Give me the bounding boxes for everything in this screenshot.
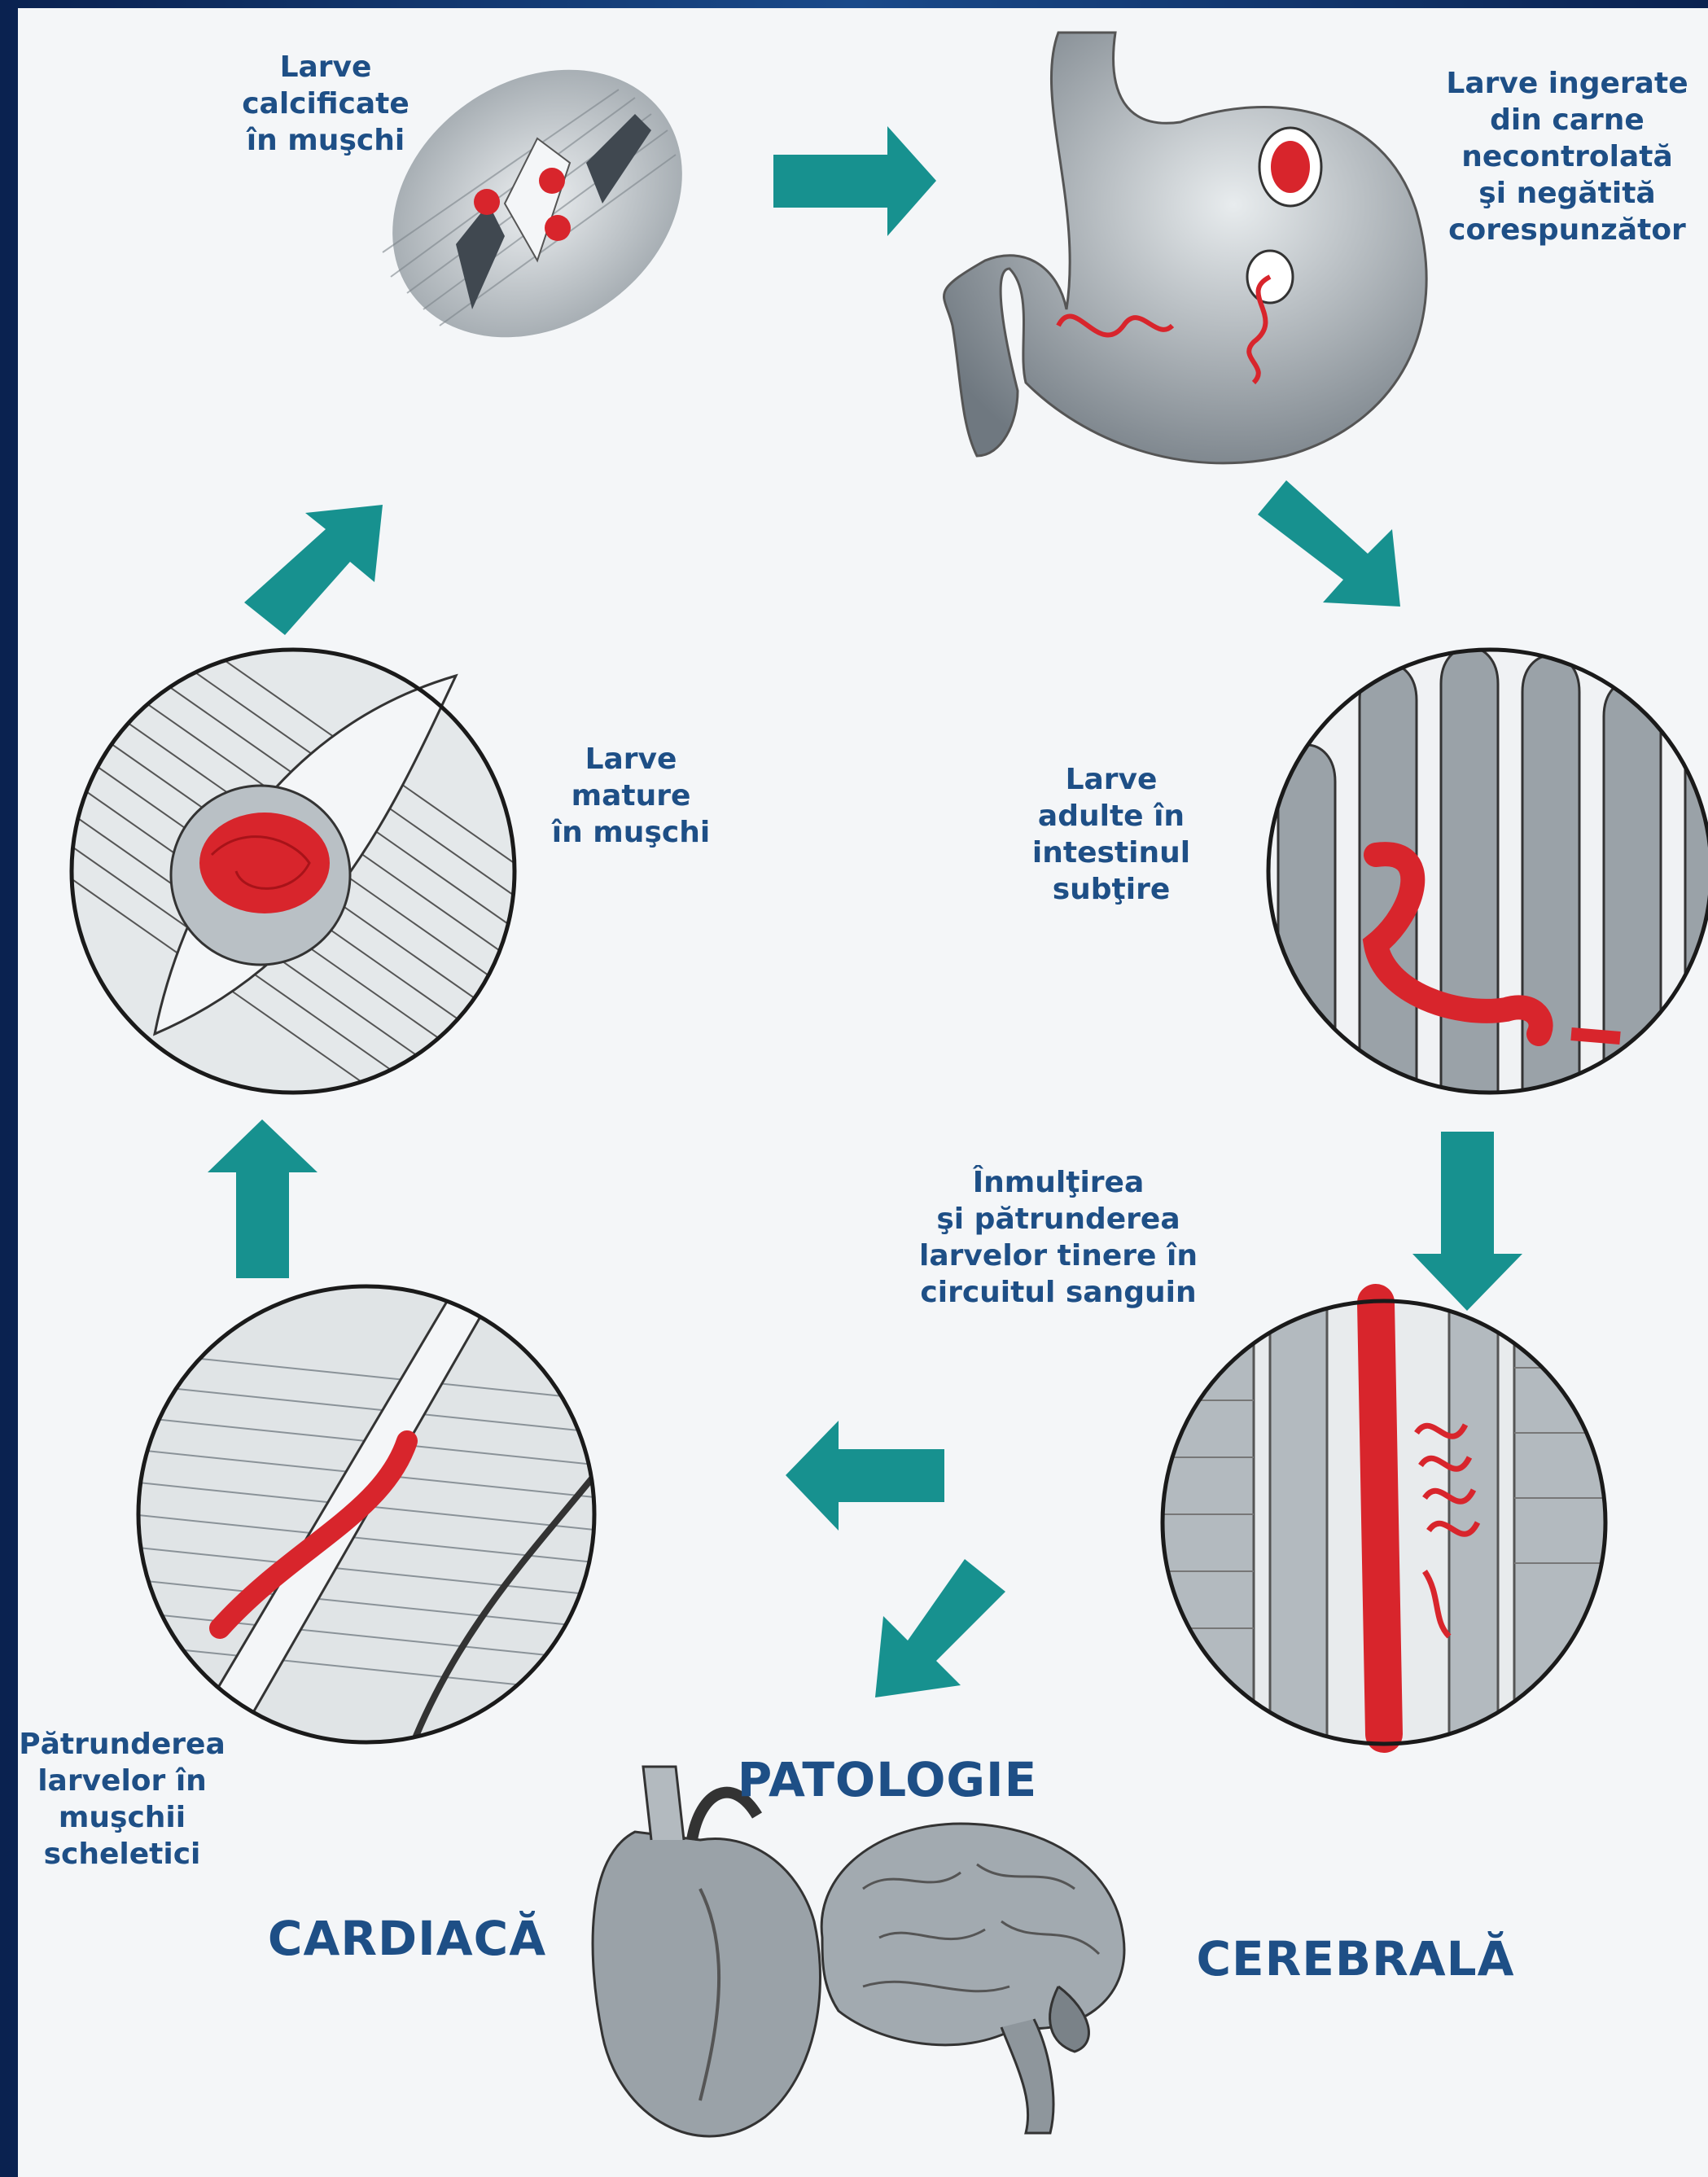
ingested-cyst (1271, 141, 1310, 193)
label-penetration: Pătrunderea larvelor în muşchii scheleti… (16, 1726, 228, 1873)
brain-illustration (821, 1824, 1124, 2133)
mature-larvae-circle (49, 537, 537, 1205)
cyst-3 (545, 215, 571, 241)
cyst-1 (474, 189, 500, 215)
arrow-down-right (1258, 480, 1400, 607)
arrow-down (1412, 1132, 1522, 1311)
label-pathology: PATOLOGIE (700, 1750, 1075, 1810)
label-ingested-larvae: Larve ingerate din carne necontrolată şi… (1433, 65, 1701, 248)
stomach-illustration (944, 33, 1427, 463)
label-cerebral: CEREBRALĂ (1172, 1930, 1539, 1989)
arrow-up (208, 1119, 318, 1278)
arrow-right (773, 126, 936, 236)
blood-larva-worm (1376, 1303, 1384, 1734)
arrow-left (786, 1421, 944, 1531)
intestine-circle (1268, 647, 1708, 1140)
label-calcified-larvae: Larve calcificate în muşchi (228, 49, 423, 159)
heart-illustration (593, 1767, 820, 2136)
label-mature-larvae: Larve mature în muşchi (537, 741, 725, 851)
label-multiplication: Înmulţirea şi pătrunderea larvelor tiner… (904, 1164, 1213, 1311)
cyst-2 (539, 168, 565, 194)
arrow-down-left (875, 1559, 1005, 1697)
label-adult-larvae: Larve adulte în intestinul subţire (1009, 761, 1213, 908)
label-cardiac: CARDIACĂ (244, 1909, 570, 1969)
arrow-up-right (244, 505, 383, 635)
muscle-penetration-circle (130, 1286, 602, 1759)
blood-circulation-circle (1156, 1294, 1628, 1767)
